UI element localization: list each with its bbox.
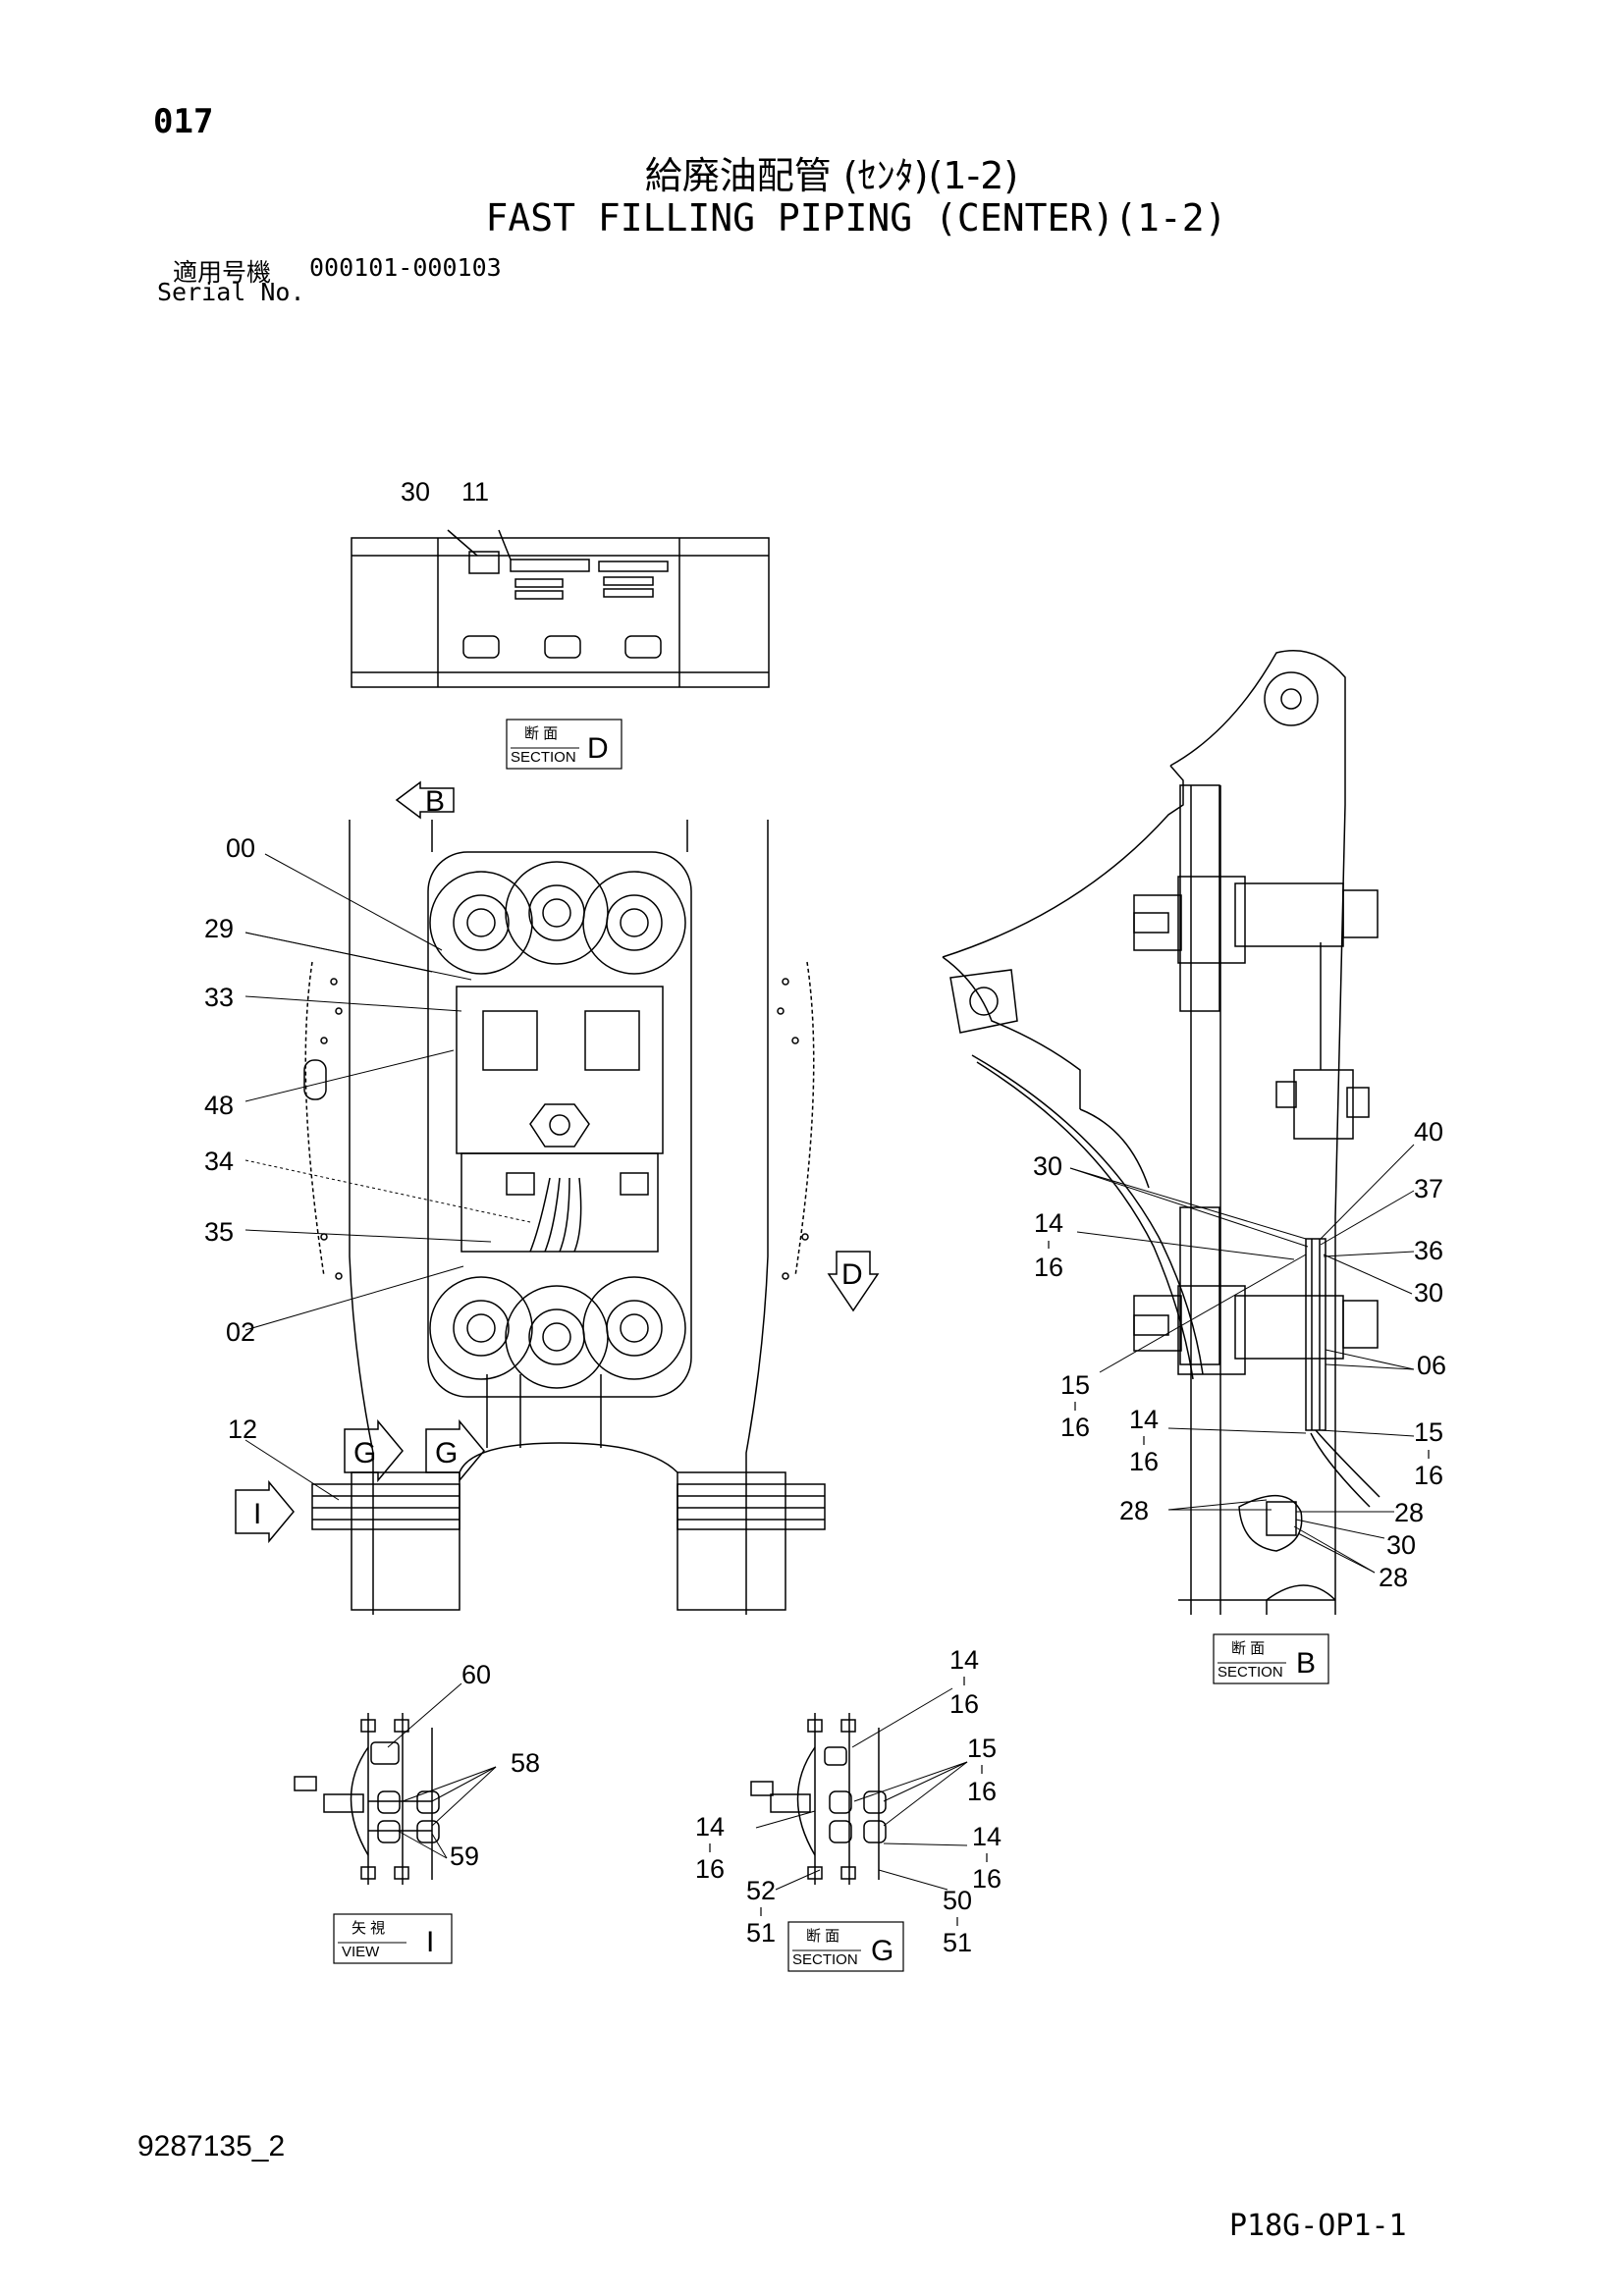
arrow-g-right: G	[425, 1418, 485, 1483]
section-d-letter: D	[587, 732, 609, 765]
callout-30-b1: 30	[1033, 1151, 1062, 1181]
callout-28-b3: 28	[1379, 1563, 1408, 1592]
callout-12: 12	[228, 1415, 257, 1444]
callout-48: 48	[204, 1091, 234, 1120]
callout-16-b4: 16	[1414, 1461, 1443, 1490]
arrow-i: I	[235, 1479, 295, 1544]
section-d-drawing	[351, 529, 770, 688]
callout-50: 50	[943, 1886, 972, 1915]
section-b-letter: B	[1296, 1647, 1316, 1680]
section-b-drawing	[942, 650, 1380, 1615]
callout-58: 58	[511, 1748, 540, 1778]
section-b-label: 断 面 SECTION B	[1213, 1633, 1329, 1684]
callout-28-b1: 28	[1119, 1496, 1149, 1525]
arrow-b: B	[395, 780, 455, 820]
view-i-jp: 矢 視	[352, 1920, 385, 1937]
section-g-label: 断 面 SECTION G	[787, 1921, 904, 1972]
callout-59: 59	[450, 1842, 479, 1871]
callout-16-g4: 16	[972, 1864, 1001, 1894]
callout-14-g1: 14	[949, 1645, 979, 1675]
serial-label-english: Serial No.	[157, 278, 305, 306]
callout-02: 02	[226, 1317, 255, 1347]
callout-16-b2: 16	[1060, 1413, 1090, 1442]
callout-16-b1: 16	[1034, 1253, 1063, 1282]
callout-28-b2: 28	[1394, 1498, 1424, 1527]
section-g-jp: 断 面	[806, 1928, 839, 1945]
callout-14-g3: 14	[972, 1822, 1001, 1851]
section-b-leader-lines	[1069, 1144, 1415, 1574]
callout-35: 35	[204, 1217, 234, 1247]
callout-15-b2: 15	[1414, 1417, 1443, 1447]
callout-37: 37	[1414, 1174, 1443, 1203]
section-g-leader-lines	[755, 1687, 968, 1891]
callout-15-b1: 15	[1060, 1370, 1090, 1400]
arrow-d: D	[827, 1251, 880, 1312]
arrow-g-right-letter: G	[435, 1437, 458, 1469]
callout-51-g1: 51	[746, 1918, 776, 1948]
callout-52: 52	[746, 1876, 776, 1905]
callout-29: 29	[204, 914, 234, 943]
callout-14-b2: 14	[1129, 1405, 1159, 1434]
section-g-letter: G	[871, 1935, 893, 1967]
callout-16-b3: 16	[1129, 1447, 1159, 1476]
document-number: 9287135_2	[137, 2130, 286, 2163]
callout-34: 34	[204, 1147, 234, 1176]
callout-15-g: 15	[967, 1734, 997, 1763]
callout-06: 06	[1417, 1351, 1446, 1380]
serial-range: 000101-000103	[309, 253, 502, 282]
callout-16-g1: 16	[949, 1689, 979, 1719]
arrow-i-letter: I	[253, 1498, 261, 1530]
section-d-en: SECTION	[511, 749, 576, 766]
title-english: FAST FILLING PIPING (CENTER)(1-2)	[485, 196, 1227, 240]
view-i-en: VIEW	[342, 1944, 380, 1960]
view-i-label: 矢 視 VIEW I	[333, 1913, 453, 1964]
callout-60: 60	[461, 1660, 491, 1689]
section-d-jp: 断 面	[524, 725, 558, 742]
callout-30-b2: 30	[1414, 1278, 1443, 1308]
section-b-en: SECTION	[1218, 1664, 1283, 1681]
callout-30-b3: 30	[1386, 1530, 1416, 1560]
arrow-g-left-letter: G	[353, 1437, 376, 1469]
callout-16-g3: 16	[695, 1854, 725, 1884]
sheet-code: P18G-OP1-1	[1229, 2209, 1407, 2243]
callout-30-top: 30	[401, 477, 430, 507]
callout-14-b1: 14	[1034, 1208, 1063, 1238]
serial-label-japanese: 適用号機	[173, 258, 272, 287]
callout-40: 40	[1414, 1117, 1443, 1147]
arrow-b-letter: B	[425, 785, 445, 818]
view-i-drawing	[294, 1713, 440, 1885]
section-g-en: SECTION	[792, 1951, 858, 1968]
section-d-label: 断 面 SECTION D	[506, 719, 623, 770]
view-i-leader-lines	[387, 1682, 497, 1859]
plan-view-drawing	[303, 820, 826, 1615]
page-number: 017	[153, 102, 214, 141]
section-g-drawing	[750, 1713, 887, 1885]
section-b-jp: 断 面	[1231, 1640, 1265, 1657]
view-i-letter: I	[426, 1926, 434, 1958]
callout-16-g2: 16	[967, 1777, 997, 1806]
callout-33: 33	[204, 983, 234, 1012]
plan-leader-lines	[244, 853, 531, 1501]
callout-11-top: 11	[461, 477, 489, 507]
callout-36: 36	[1414, 1236, 1443, 1265]
callout-00: 00	[226, 833, 255, 863]
arrow-d-letter: D	[841, 1258, 863, 1291]
callout-51-g2: 51	[943, 1928, 972, 1957]
arrow-g-left: G	[344, 1418, 404, 1483]
callout-14-g2: 14	[695, 1812, 725, 1842]
title-japanese: 給廃油配管 (ｾﾝﾀ)(1-2)	[644, 154, 1019, 197]
